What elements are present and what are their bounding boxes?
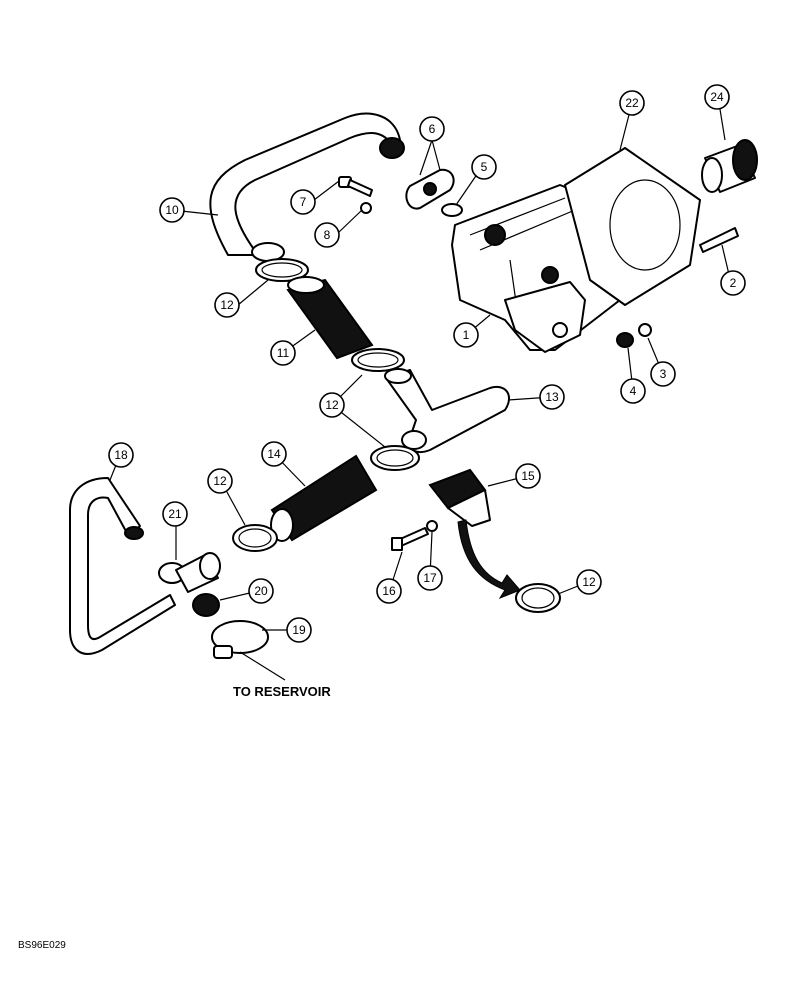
- callout-17: 17: [417, 565, 443, 591]
- svg-text:2: 2: [730, 276, 737, 290]
- callout-16: 16: [376, 578, 402, 604]
- callout-20: 20: [248, 578, 274, 604]
- svg-text:17: 17: [423, 571, 437, 585]
- callout-12-right: 12: [576, 569, 602, 595]
- callout-6: 6: [419, 116, 445, 142]
- return-tube-18: [69, 477, 176, 655]
- callout-19: 19: [286, 617, 312, 643]
- svg-text:16: 16: [382, 584, 396, 598]
- stud-2: [699, 227, 739, 253]
- svg-text:13: 13: [545, 390, 559, 404]
- callout-12-upper: 12: [214, 292, 240, 318]
- svg-text:19: 19: [292, 623, 306, 637]
- svg-text:22: 22: [625, 96, 639, 110]
- svg-text:6: 6: [429, 122, 436, 136]
- callout-7: 7: [290, 189, 316, 215]
- o-ring-5: [441, 203, 463, 217]
- hose-11: [286, 276, 374, 360]
- washer-3: [638, 323, 652, 337]
- svg-text:21: 21: [168, 507, 182, 521]
- hose-clamp-12-right: [515, 583, 561, 613]
- callout-11: 11: [270, 340, 296, 366]
- bolt-16: [391, 527, 429, 551]
- svg-text:1: 1: [463, 328, 470, 342]
- bolt-7: [338, 176, 373, 197]
- nut-4: [616, 332, 634, 348]
- suction-tube-10: [209, 112, 405, 262]
- svg-text:5: 5: [481, 160, 488, 174]
- callout-14: 14: [261, 441, 287, 467]
- clamp-19: [211, 620, 269, 659]
- callout-18: 18: [108, 442, 134, 468]
- callout-24: 24: [704, 84, 730, 110]
- gear-24: [701, 139, 758, 193]
- gasket-plate-22: [564, 147, 701, 306]
- svg-text:7: 7: [300, 195, 307, 209]
- svg-text:12: 12: [213, 474, 227, 488]
- svg-text:11: 11: [277, 346, 290, 360]
- callout-1: 1: [453, 322, 479, 348]
- svg-text:20: 20: [254, 584, 268, 598]
- callout-3: 3: [650, 361, 676, 387]
- callout-10: 10: [159, 197, 185, 223]
- svg-text:3: 3: [660, 367, 667, 381]
- tee-tube-13: [384, 368, 510, 454]
- svg-text:15: 15: [521, 469, 535, 483]
- callout-13: 13: [539, 384, 565, 410]
- callout-22: 22: [619, 90, 645, 116]
- callout-8: 8: [314, 222, 340, 248]
- washer-17: [426, 520, 438, 532]
- bracket-15: [428, 468, 491, 527]
- fitting-21: [158, 552, 221, 593]
- to-reservoir-caption: TO RESERVOIR: [233, 684, 331, 699]
- callout-12-left: 12: [207, 468, 233, 494]
- callout-4: 4: [620, 378, 646, 404]
- svg-text:10: 10: [165, 203, 179, 217]
- callout-12-middle: 12: [319, 392, 345, 418]
- direction-arrow: [457, 519, 521, 600]
- svg-text:14: 14: [267, 447, 281, 461]
- hose-clamp-12-left: [232, 524, 278, 552]
- callout-5: 5: [471, 154, 497, 180]
- callout-2: 2: [720, 270, 746, 296]
- svg-text:24: 24: [710, 90, 724, 104]
- hose-clamp-12-lower: [370, 445, 420, 471]
- hose-clamp-12-middle: [351, 348, 405, 372]
- svg-text:4: 4: [630, 384, 637, 398]
- nut-20: [192, 593, 220, 617]
- svg-text:18: 18: [114, 448, 128, 462]
- washer-8: [360, 202, 372, 214]
- figure-id: BS96E029: [18, 940, 66, 951]
- hose-clamp-12-upper: [255, 258, 309, 282]
- svg-text:12: 12: [582, 575, 596, 589]
- svg-text:12: 12: [325, 398, 339, 412]
- callout-15: 15: [515, 463, 541, 489]
- hose-14: [270, 454, 378, 542]
- svg-text:12: 12: [220, 298, 234, 312]
- flange-6: [405, 168, 455, 210]
- callout-21: 21: [162, 501, 188, 527]
- svg-text:8: 8: [324, 228, 331, 242]
